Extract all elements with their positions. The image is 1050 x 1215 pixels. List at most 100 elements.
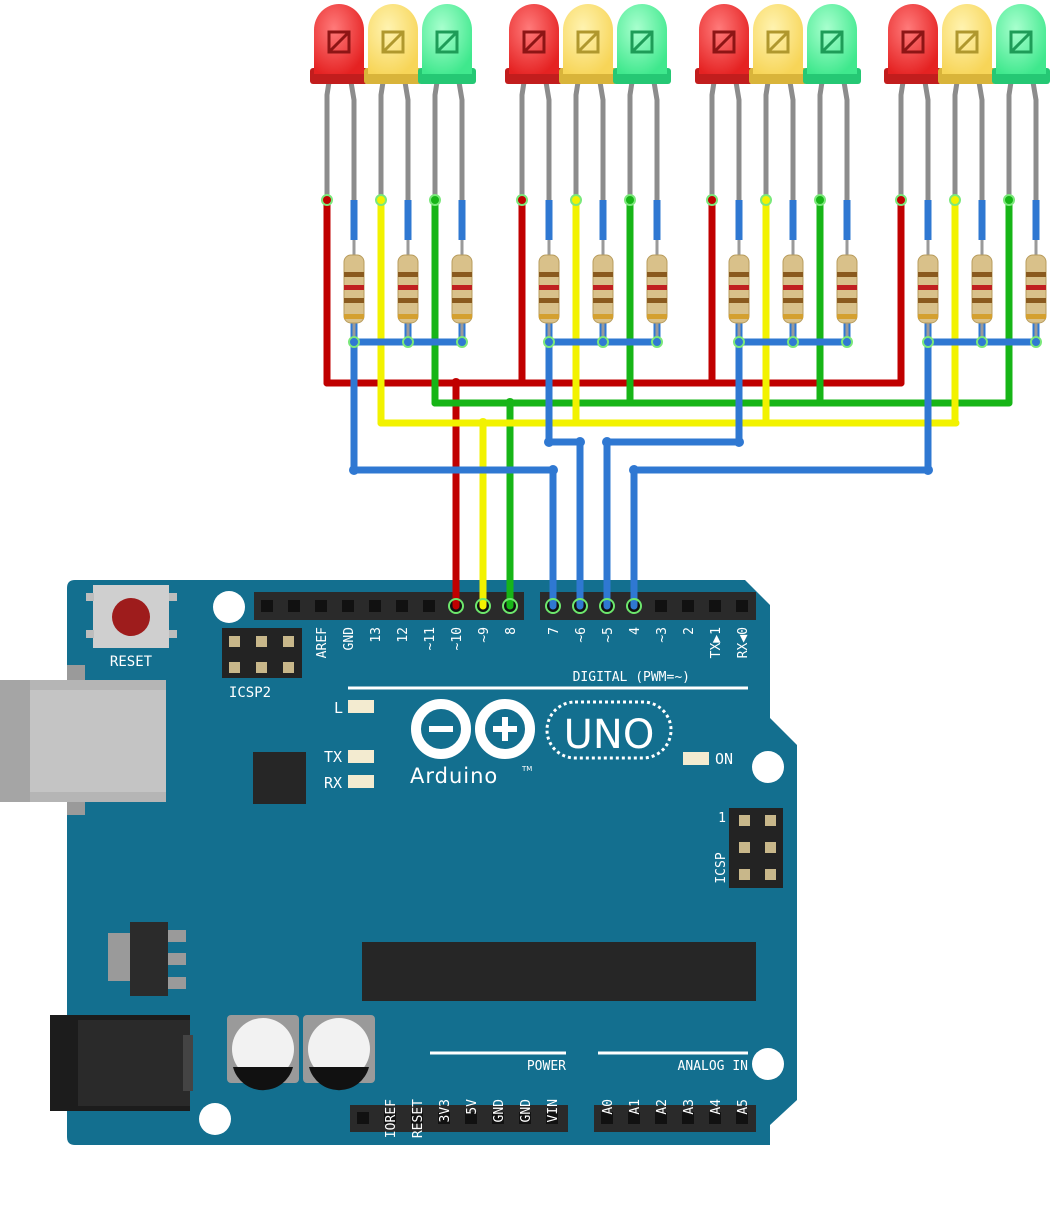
- lead-joint: [429, 194, 441, 206]
- pin-label: A5: [736, 1099, 751, 1115]
- resistor-band: [729, 298, 749, 303]
- pin-label: A0: [601, 1099, 616, 1115]
- led-anode-lead: [817, 81, 825, 200]
- pin-label: 8: [504, 627, 519, 635]
- led-die-icon: [327, 30, 351, 54]
- digital-header-label: DIGITAL (PWM=~): [573, 670, 690, 685]
- trademark: TM: [521, 765, 532, 773]
- led-die-icon: [576, 30, 600, 54]
- led-dome: [996, 4, 1046, 74]
- led-cathode-lead: [976, 81, 985, 200]
- resistor-band: [1026, 272, 1046, 277]
- header-pin: [601, 1112, 613, 1124]
- reset-button[interactable]: [86, 585, 177, 648]
- led-anode-lead: [763, 81, 771, 200]
- resistor-band: [593, 272, 613, 277]
- led-cathode-lead: [402, 81, 411, 200]
- led-die-icon: [712, 30, 736, 54]
- lead-joint: [1030, 336, 1042, 348]
- icsp-pin: [765, 842, 776, 853]
- icsp-pin1-label: 1: [718, 811, 726, 826]
- led-tx-label: TX: [324, 748, 342, 766]
- lead-joint: [841, 336, 853, 348]
- pin-label: A3: [682, 1099, 697, 1115]
- lead-joint: [375, 194, 387, 206]
- atmega328-chip: [362, 942, 756, 1001]
- resistor-band: [539, 314, 559, 319]
- resistor-band: [1026, 298, 1046, 303]
- header-pin: [261, 600, 273, 612]
- power-header-label: POWER: [527, 1059, 566, 1074]
- led-dome: [314, 4, 364, 74]
- led-cathode-lead: [922, 81, 931, 200]
- resistor-band: [972, 272, 992, 277]
- pin-label: AREF: [315, 627, 330, 658]
- pin-label: 3V3: [438, 1099, 453, 1122]
- pin-label: ~6: [574, 627, 589, 643]
- pin-label: IOREF: [384, 1099, 399, 1138]
- power-jack: [50, 1015, 193, 1111]
- pin-connection: [502, 598, 518, 614]
- led-dome: [509, 4, 559, 74]
- green-led: [803, 4, 861, 340]
- pin-label: A1: [628, 1099, 643, 1115]
- resistor-band: [837, 272, 857, 277]
- pin-label: 7: [547, 627, 562, 635]
- lead-joint: [733, 336, 745, 348]
- led-anode-lead: [627, 81, 635, 200]
- icsp-pin: [739, 842, 750, 853]
- header-pin: [492, 1112, 504, 1124]
- resistor-band: [539, 272, 559, 277]
- resistor-band: [837, 285, 857, 290]
- led-anode-lead: [1006, 81, 1014, 200]
- led-dome: [753, 4, 803, 74]
- blue-wire-pin6: [545, 338, 584, 610]
- pin-label: 2: [682, 627, 697, 635]
- icsp-pin: [765, 815, 776, 826]
- pin-label: ~9: [477, 627, 492, 643]
- voltage-regulator: [108, 922, 186, 996]
- icsp2-label: ICSP2: [229, 685, 271, 701]
- resistor-band: [647, 314, 667, 319]
- header-pin: [438, 1112, 450, 1124]
- lead-joint: [624, 194, 636, 206]
- pin-connection: [599, 598, 615, 614]
- resistor-band: [783, 298, 803, 303]
- resistor-band: [452, 272, 472, 277]
- wire-junction: [734, 437, 744, 447]
- wire-junction: [478, 418, 488, 428]
- usb-connector: [0, 665, 166, 815]
- header-pin: [519, 1112, 531, 1124]
- led-rx-label: RX: [324, 774, 342, 792]
- lead-joint: [348, 336, 360, 348]
- resistor-band: [398, 314, 418, 319]
- icsp2-pin: [283, 636, 294, 647]
- resistor-band: [539, 298, 559, 303]
- red-led: [310, 4, 368, 340]
- wire-junction: [548, 465, 558, 475]
- lead-joint: [543, 336, 555, 348]
- resistor-band: [1026, 314, 1046, 319]
- mounting-hole: [752, 1048, 784, 1080]
- board-pcb: [67, 580, 797, 1145]
- resistor-band: [452, 285, 472, 290]
- arduino-board: RESET ICSP2 DIGITAL (PWM=~) L TX RX ON: [0, 580, 797, 1145]
- resistor-band: [647, 272, 667, 277]
- led-on-label: ON: [715, 750, 733, 768]
- header-pin: [396, 600, 408, 612]
- pin-label: GND: [492, 1099, 507, 1123]
- blue-wire-pin5: [603, 338, 743, 610]
- pin-label: ~11: [423, 627, 438, 650]
- wire-junction: [575, 437, 585, 447]
- green-led: [418, 4, 476, 340]
- wire-junction: [505, 398, 515, 408]
- resistor-band: [729, 272, 749, 277]
- green-led: [613, 4, 671, 340]
- resistor-band: [837, 298, 857, 303]
- resistor-band: [539, 285, 559, 290]
- led-dome: [807, 4, 857, 74]
- pin-label: VIN: [546, 1099, 561, 1122]
- led-dome: [888, 4, 938, 74]
